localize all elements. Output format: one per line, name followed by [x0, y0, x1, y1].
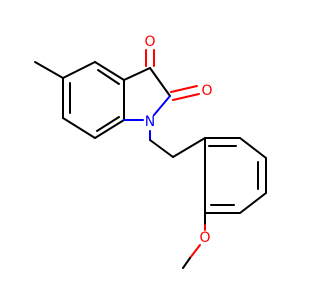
n-ch2-bond: [149, 139, 174, 158]
amide-double-bond: [172, 93, 200, 101]
benzyl-ring-bond: [239, 137, 267, 159]
methyl-bond: [34, 61, 64, 79]
o-methyl-bond: [189, 244, 201, 259]
oxygen-ketone-label: O: [144, 34, 155, 50]
ring-bond: [123, 67, 151, 81]
nitrogen-label: N: [145, 114, 155, 130]
ring-double-bond: [96, 116, 120, 132]
ring-bond: [62, 61, 96, 79]
molecule-drawing: O O N O: [34, 34, 267, 269]
ring-double-bond: [97, 69, 120, 85]
oxygen-amide-label: O: [201, 83, 212, 99]
ring-bond: [149, 67, 171, 97]
benzyl-ring-bond: [239, 192, 267, 214]
ring-bond: [94, 61, 125, 81]
benzyl-ring-bond: [172, 137, 206, 158]
o-methyl-bond: [182, 257, 191, 269]
structure-canvas: O O N O: [34, 34, 267, 269]
oxygen-methoxy-label: O: [199, 230, 210, 246]
amide-double-bond: [170, 85, 198, 93]
ring-bond: [62, 117, 96, 139]
ring-bond-n: [153, 95, 171, 116]
ring-bond: [94, 119, 125, 139]
